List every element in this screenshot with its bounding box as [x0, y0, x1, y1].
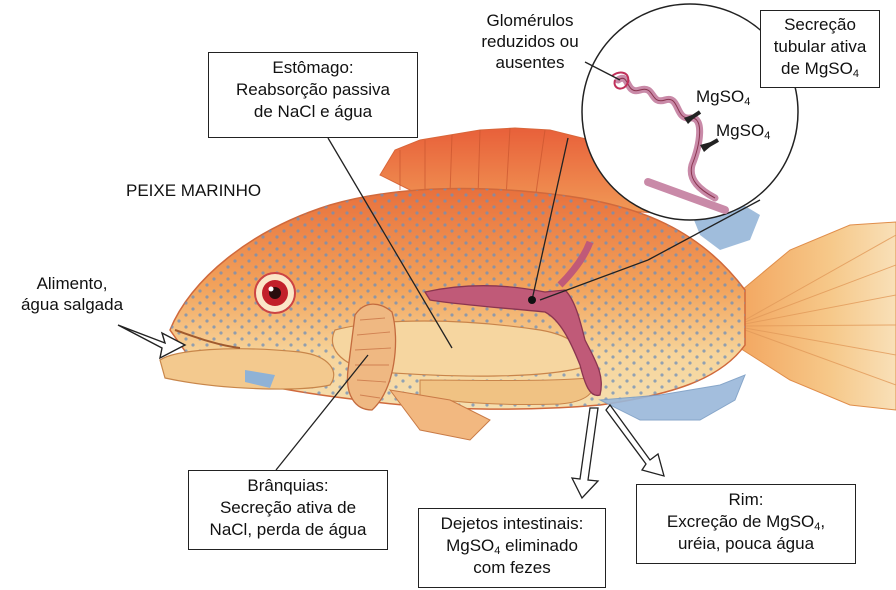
tubule-label-a: MgSO4 — [696, 86, 750, 107]
tail-fin — [730, 222, 896, 410]
kidney-box: Rim: Excreção de MgSO4, uréia, pouca águ… — [636, 484, 856, 564]
gills-box: Brânquias: Secreção ativa de NaCl, perda… — [188, 470, 388, 550]
tubule-label-b: MgSO4 — [716, 120, 770, 141]
waste-box: Dejetos intestinais: MgSO4 eliminado com… — [418, 508, 606, 588]
lower-jaw — [160, 349, 334, 389]
feces-arrow-icon — [572, 408, 598, 498]
stomach-box: Estômago: Reabsorção passiva de NaCl e á… — [208, 52, 418, 138]
glomeruli-label: Glomérulos reduzidos ou ausentes — [468, 10, 592, 73]
diagram-title: PEIXE MARINHO — [126, 180, 261, 201]
input-label: Alimento, água salgada — [2, 273, 142, 315]
secretion-box: Secreção tubular ativa de MgSO4 — [760, 10, 880, 88]
